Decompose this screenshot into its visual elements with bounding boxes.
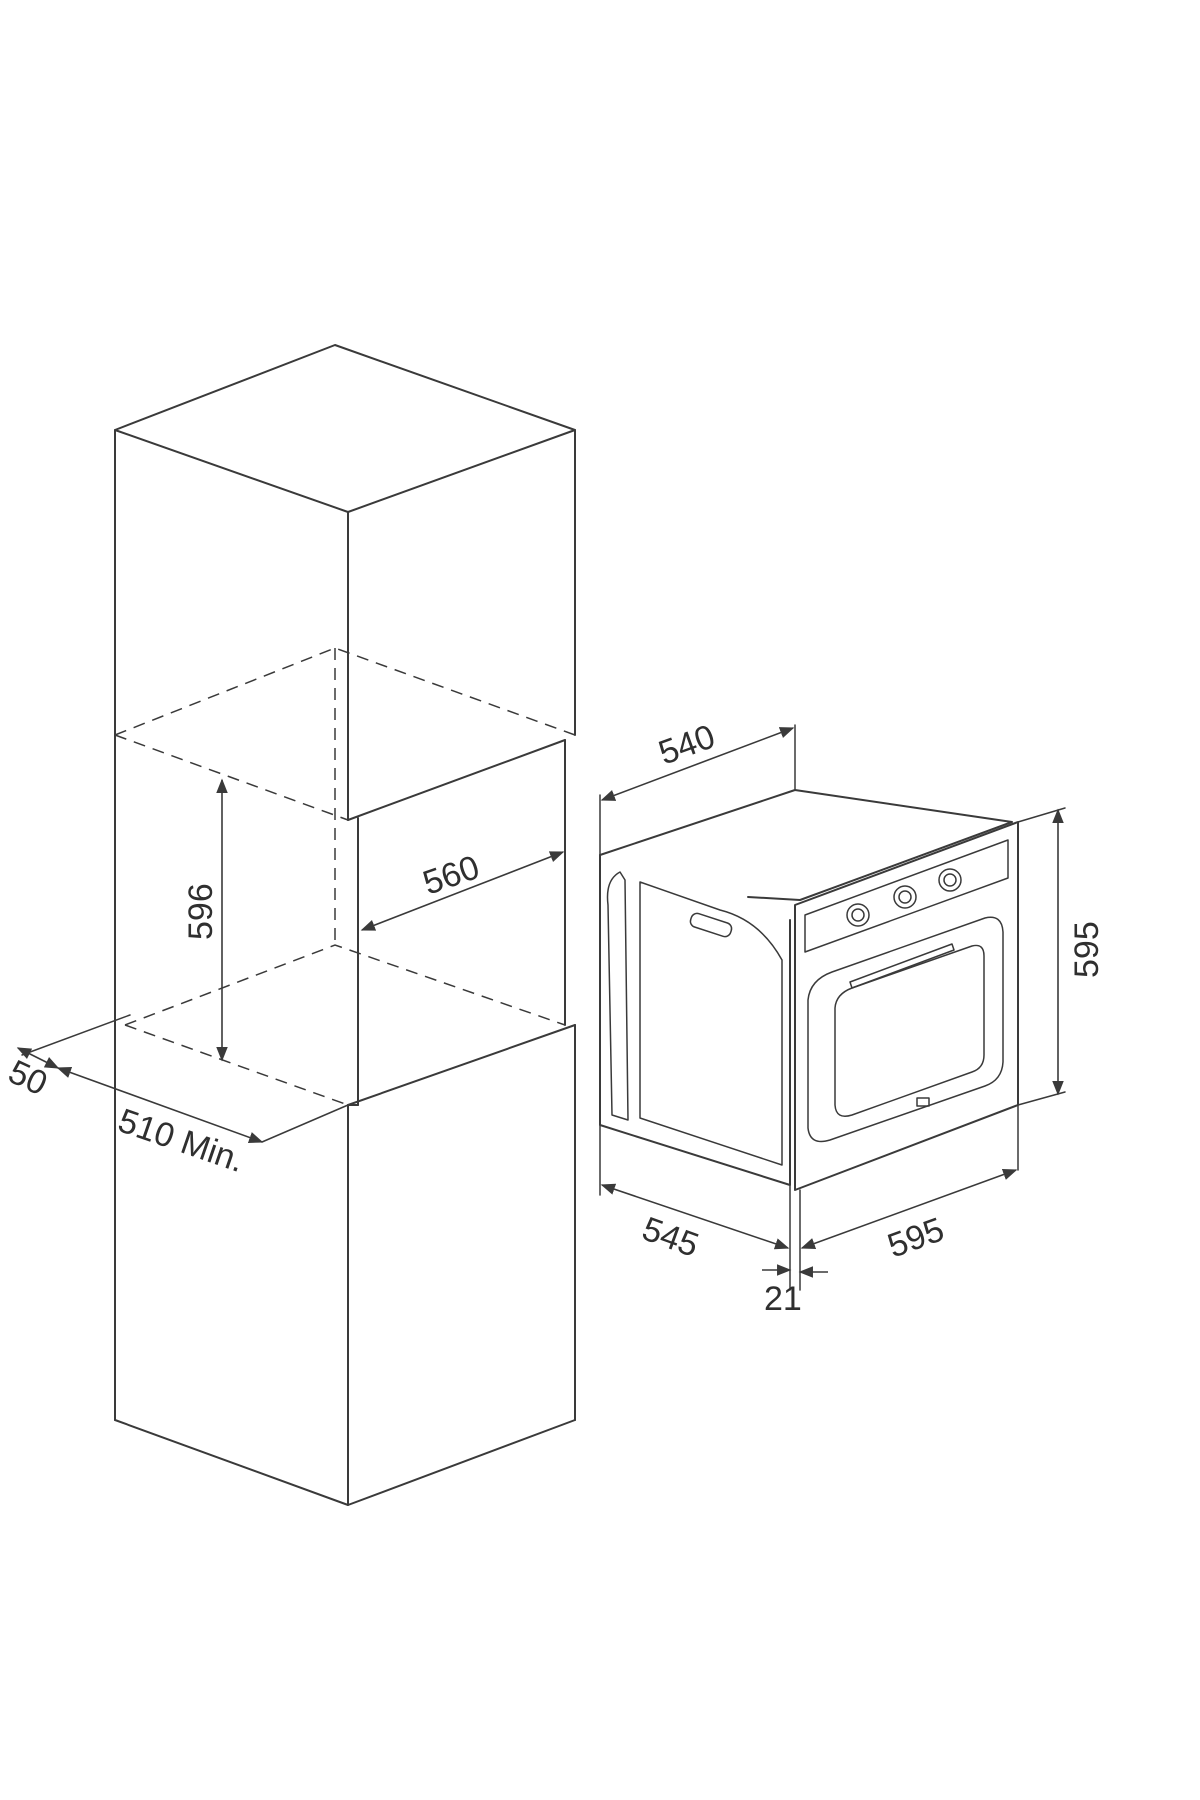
niche-floor-hidden-left — [124, 944, 566, 1026]
oven-knob-2-inner — [898, 890, 912, 904]
oven-side-vent — [689, 912, 733, 938]
niche-top-front-edge — [347, 739, 566, 821]
oven-door-outer — [807, 916, 1004, 1143]
dim-label-cabinet-width: 560 — [418, 848, 484, 902]
oven-control-panel — [804, 839, 1009, 953]
oven-top-surface — [599, 789, 1013, 901]
dim-label-cabinet-height: 596 — [182, 883, 220, 940]
niche-top-hidden-front — [114, 734, 349, 821]
dim-line-cabinet-width — [360, 851, 565, 931]
cabinet-dimensions: 596 560 510 Min. 50 — [3, 778, 565, 1180]
oven-knob-2-icon — [893, 885, 917, 909]
dim-label-door-thickness: 21 — [764, 1280, 802, 1318]
dim-label-oven-depth-top: 540 — [654, 717, 720, 772]
oven-side-trim-inner — [639, 881, 783, 1166]
oven-knob-3-inner — [943, 873, 957, 887]
dim-line-oven-width — [800, 1169, 1018, 1249]
niche-floor-hidden-front — [124, 1024, 349, 1106]
dim-label-oven-depth-bottom: 545 — [637, 1210, 703, 1265]
dim-line-oven-depth-bottom — [600, 1183, 790, 1250]
cabinet-lower-top-edge — [347, 1024, 576, 1106]
oven-knob-1-icon — [846, 903, 870, 927]
cabinet-top-face — [114, 344, 576, 513]
oven-door-handle — [849, 943, 955, 989]
oven-knob-3-icon — [938, 868, 962, 892]
extension-line-gap — [21, 1014, 131, 1056]
dim-line-cabinet-gap — [16, 1047, 60, 1069]
oven-side-trim-outer — [606, 871, 629, 1121]
dim-label-oven-height: 595 — [1068, 921, 1106, 978]
oven-drawing — [599, 789, 1019, 1191]
extension-line-depth — [261, 1104, 349, 1143]
cabinet-base-edges — [114, 1419, 576, 1506]
oven-knob-1-inner — [851, 908, 865, 922]
oven-body-left-side — [599, 854, 791, 1186]
oven-door-window — [834, 944, 985, 1117]
oven-dimensions: 540 595 545 595 21 — [599, 717, 1106, 1318]
dim-line-cabinet-depth — [56, 1067, 264, 1143]
dim-label-cabinet-gap: 50 — [3, 1053, 53, 1103]
dim-line-oven-depth-top — [600, 727, 795, 801]
oven-brand-badge — [916, 1097, 930, 1107]
dim-label-oven-width: 595 — [883, 1210, 949, 1265]
niche-top-hidden-left — [114, 647, 576, 736]
